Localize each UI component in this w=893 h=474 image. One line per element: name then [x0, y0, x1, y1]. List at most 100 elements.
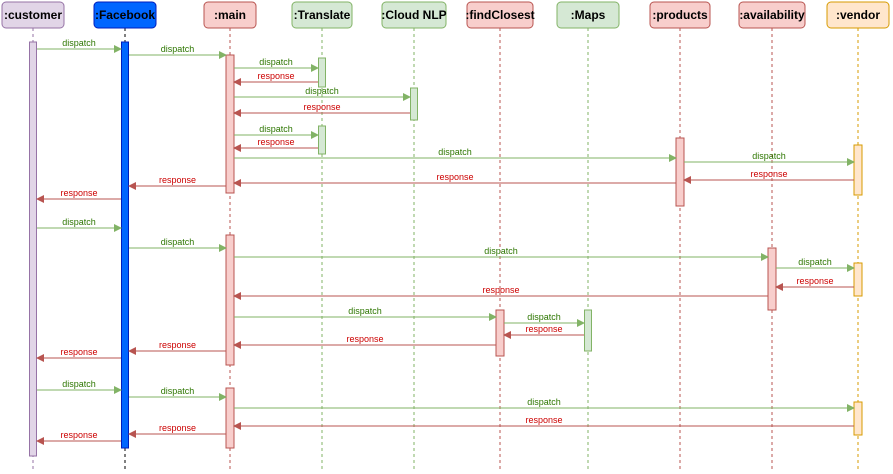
message-label: dispatch: [259, 57, 293, 67]
activation-bar-vendor: [853, 262, 863, 297]
messages: dispatch dispatch dispatch response dispatch…: [36, 38, 855, 445]
message-response: response: [128, 175, 226, 190]
participant-box: [826, 1, 890, 29]
message-label: response: [159, 340, 196, 350]
message-label: response: [159, 423, 196, 433]
message-label: response: [796, 276, 833, 286]
message-label: response: [436, 172, 473, 182]
message-response: response: [683, 169, 854, 184]
message-dispatch: dispatch: [234, 86, 411, 101]
message-label: response: [257, 71, 294, 81]
message-dispatch: dispatch: [129, 386, 227, 401]
message-label: dispatch: [62, 38, 96, 48]
participant-box: [649, 1, 711, 29]
message-response: response: [233, 172, 676, 187]
participant-cloudnlp[interactable]: :Cloud NLP: [381, 1, 447, 29]
activation-bar-translate: [318, 125, 326, 155]
participant-box: [381, 1, 447, 29]
participant-customer[interactable]: :customer: [1, 1, 65, 29]
participant-box: [738, 1, 806, 29]
participant-label: :products: [652, 8, 708, 22]
message-label: dispatch: [259, 124, 293, 134]
message-label: response: [482, 285, 519, 295]
activation-bar-products: [675, 137, 685, 207]
message-label: response: [159, 175, 196, 185]
message-dispatch: dispatch: [37, 217, 122, 232]
message-response: response: [233, 71, 318, 86]
activation-bars: [29, 41, 863, 457]
participant-vendor[interactable]: :vendor: [826, 1, 890, 29]
activation-bar-facebook: [121, 41, 129, 449]
message-label: dispatch: [752, 151, 786, 161]
message-label: dispatch: [161, 386, 195, 396]
participant-label: :availability: [739, 8, 805, 22]
activation-bar-customer: [29, 41, 37, 457]
message-label: response: [750, 169, 787, 179]
participant-label: :findClosest: [465, 8, 534, 22]
activation-bar-cloudnlp: [410, 87, 418, 121]
participant-box: [203, 1, 257, 29]
participant-availability[interactable]: :availability: [738, 1, 806, 29]
participant-label: :Cloud NLP: [381, 8, 446, 22]
message-dispatch: dispatch: [234, 124, 319, 139]
message-label: dispatch: [438, 147, 472, 157]
message-label: dispatch: [62, 379, 96, 389]
message-label: response: [257, 137, 294, 147]
message-response: response: [233, 285, 768, 300]
activation-bar-main: [225, 387, 235, 449]
message-label: response: [525, 415, 562, 425]
participant-label: :Maps: [571, 8, 606, 22]
message-label: dispatch: [798, 257, 832, 267]
message-response: response: [233, 334, 496, 349]
activation-bar-translate: [318, 57, 326, 88]
message-response: response: [233, 102, 410, 117]
message-label: dispatch: [305, 86, 339, 96]
participant-headers: :customer :Facebook :main :Translate :Cloud …: [1, 1, 890, 29]
message-label: dispatch: [527, 312, 561, 322]
message-dispatch: dispatch: [234, 57, 319, 72]
participant-facebook[interactable]: :Facebook: [93, 1, 157, 29]
message-response: response: [775, 276, 854, 291]
message-dispatch: dispatch: [234, 246, 769, 261]
participant-translate[interactable]: :Translate: [291, 1, 353, 29]
message-dispatch: dispatch: [684, 151, 855, 166]
message-label: dispatch: [62, 217, 96, 227]
message-label: dispatch: [527, 397, 561, 407]
message-label: response: [60, 347, 97, 357]
message-label: dispatch: [484, 246, 518, 256]
activation-bar-vendor: [853, 401, 863, 436]
message-response: response: [503, 324, 584, 339]
participant-box: [556, 1, 620, 29]
message-label: response: [60, 188, 97, 198]
message-label: response: [346, 334, 383, 344]
participant-maps[interactable]: :Maps: [556, 1, 620, 29]
participant-products[interactable]: :products: [649, 1, 711, 29]
participant-box: [466, 1, 534, 29]
activation-bar-findclosest: [495, 309, 505, 357]
activation-bar-vendor: [853, 144, 863, 196]
message-dispatch: dispatch: [37, 379, 122, 394]
message-response: response: [233, 415, 854, 430]
message-response: response: [233, 137, 318, 152]
participant-label: :Translate: [294, 8, 351, 22]
message-dispatch: dispatch: [37, 38, 122, 53]
message-response: response: [36, 188, 121, 203]
message-dispatch: dispatch: [129, 44, 227, 59]
message-dispatch: dispatch: [234, 397, 855, 412]
participant-box: [1, 1, 65, 29]
message-label: response: [303, 102, 340, 112]
participant-findclosest[interactable]: :findClosest: [465, 1, 535, 29]
participant-main[interactable]: :main: [203, 1, 257, 29]
activation-bar-maps: [584, 309, 592, 352]
message-dispatch: dispatch: [129, 237, 227, 252]
message-dispatch: dispatch: [234, 306, 497, 321]
activation-bar-main: [225, 54, 235, 194]
lifelines: [32, 28, 859, 472]
message-response: response: [128, 340, 226, 355]
participant-box: [291, 1, 353, 29]
message-label: dispatch: [161, 44, 195, 54]
participant-label: :main: [214, 8, 246, 22]
message-dispatch: dispatch: [776, 257, 855, 272]
participant-label: :customer: [4, 8, 62, 22]
